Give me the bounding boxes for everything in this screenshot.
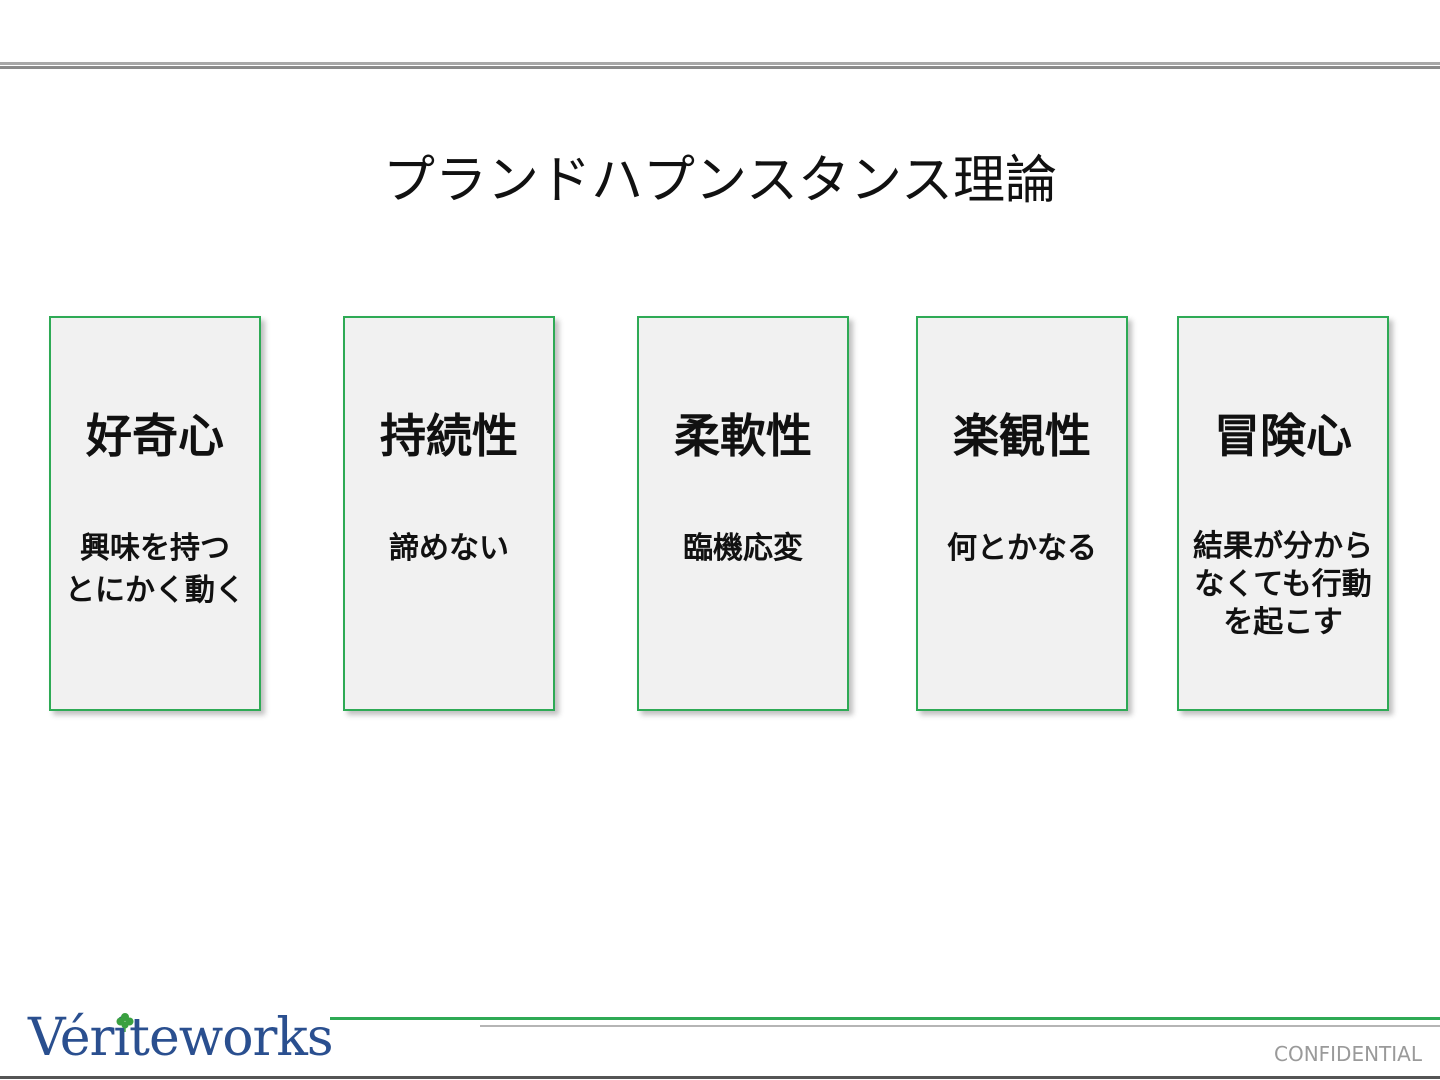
card-description: 何とかなる [947,531,1097,566]
card-description: 臨機応変 [683,531,803,566]
company-logo: Vériteworks [28,1008,334,1068]
footer-green-rule [330,1017,1440,1020]
card-heading: 持続性 [380,409,518,463]
card-optimism: 楽観性 何とかなる [916,316,1128,711]
footer-bottom-rule [0,1076,1440,1079]
card-heading: 柔軟性 [674,409,812,463]
card-heading: 楽観性 [953,409,1091,463]
clover-icon [116,1013,134,1032]
slide-title: プランドハプンスタンス理論 [383,151,1057,211]
card-flexibility: 柔軟性 臨機応変 [637,316,849,711]
confidential-label: CONFIDENTIAL [1273,1042,1422,1066]
card-description: 興味を持つ とにかく動く [65,531,245,608]
card-persistence: 持続性 諦めない [343,316,555,711]
top-divider [0,62,1440,70]
card-description: 諦めない [389,531,509,566]
card-curiosity: 好奇心 興味を持つ とにかく動く [49,316,261,711]
card-heading: 好奇心 [86,409,224,463]
card-risk-taking: 冒険心 結果が分から なくても行動 を起こす [1177,316,1389,711]
card-heading: 冒険心 [1214,409,1352,463]
card-description: 結果が分から なくても行動 を起こす [1193,529,1373,640]
footer-gray-rule [480,1025,1440,1027]
